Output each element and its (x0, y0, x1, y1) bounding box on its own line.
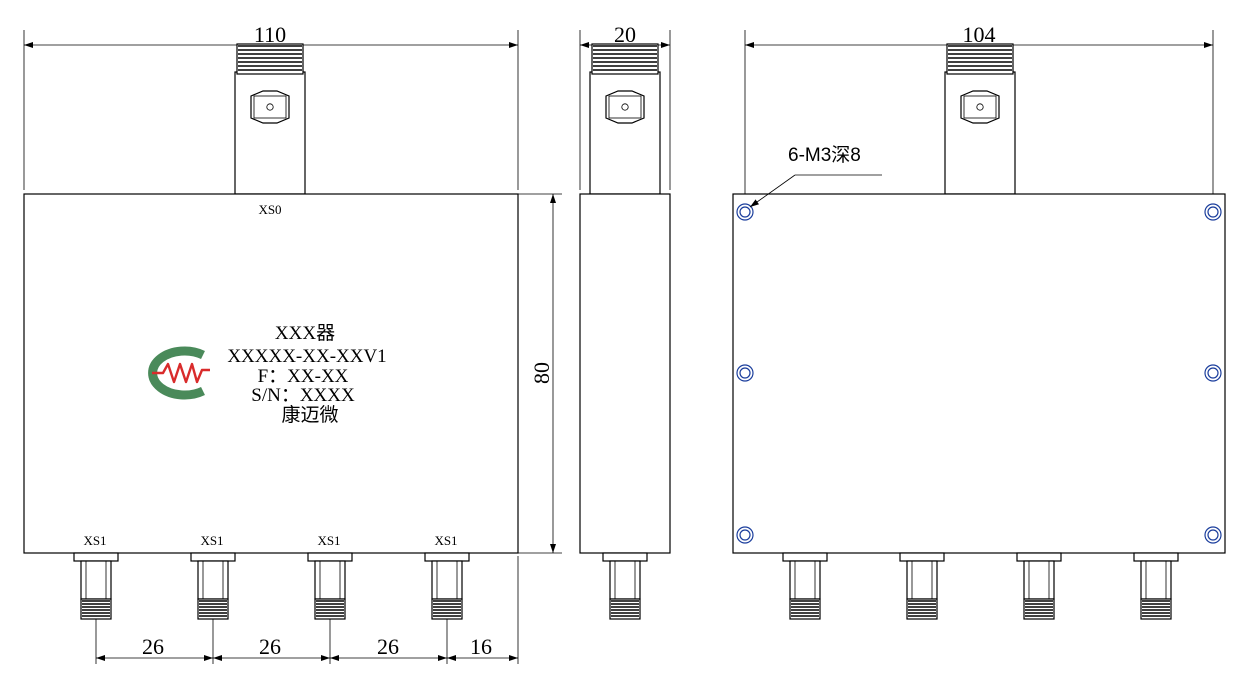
output-port-label-3: XS1 (317, 533, 340, 548)
height-dimension: 80 (518, 193, 562, 554)
product-name: XXX器 (275, 323, 335, 344)
input-n-connector (234, 43, 306, 195)
height-label: 80 (529, 362, 554, 384)
hole-callout-text: 6-M3深8 (788, 144, 861, 166)
output-sma-connector-3 (307, 552, 353, 620)
edge-offset-label: 16 (470, 634, 492, 659)
output-sma-connector-4 (424, 552, 470, 620)
side-housing (579, 193, 671, 554)
mounting-hole (1204, 203, 1222, 221)
mounting-hole (736, 203, 754, 221)
front-housing (23, 193, 519, 554)
maker-name: 康迈微 (281, 404, 338, 426)
front-view: 110 XS0 XXX器 XXXXX-XX-XXV1 F：XX-XX S/N：X… (23, 22, 562, 664)
pitch-label-2: 26 (259, 634, 281, 659)
model-number: XXXXX-XX-XXV1 (227, 346, 386, 367)
pitch-label-1: 26 (142, 634, 164, 659)
front-width-label: 110 (254, 22, 286, 47)
rear-sma-connector-3 (1016, 552, 1062, 620)
rear-sma-connector-2 (899, 552, 945, 620)
rear-sma-connector-1 (782, 552, 828, 620)
serial-number: S/N：XXXX (251, 385, 355, 406)
input-port-label: XS0 (258, 202, 281, 217)
side-view: 20 (579, 22, 671, 620)
frequency-range: F：XX-XX (258, 366, 349, 387)
mounting-hole (1204, 526, 1222, 544)
output-sma-connector-2 (190, 552, 236, 620)
side-width-label: 20 (614, 22, 636, 47)
mounting-hole (736, 526, 754, 544)
mounting-hole (736, 364, 754, 382)
pitch-label-3: 26 (377, 634, 399, 659)
output-sma-connector-1 (73, 552, 119, 620)
output-port-label-4: XS1 (434, 533, 457, 548)
hole-callout: 6-M3深8 (749, 144, 882, 208)
output-port-label-1: XS1 (83, 533, 106, 548)
rear-sma-connector-4 (1133, 552, 1179, 620)
rear-view: 104 6-M3深8 (732, 22, 1226, 620)
output-port-label-2: XS1 (200, 533, 223, 548)
manufacturer-logo (148, 346, 210, 400)
side-width-dimension: 20 (579, 22, 671, 190)
mounting-hole (1204, 364, 1222, 382)
nameplate: XXX器 XXXXX-XX-XXV1 F：XX-XX S/N：XXXX 康迈微 (227, 323, 386, 426)
rear-n-connector (944, 43, 1016, 195)
side-n-connector (589, 43, 661, 195)
rear-housing (732, 193, 1226, 554)
pitch-dimensions: 26 26 26 16 (95, 556, 519, 664)
rear-width-label: 104 (963, 22, 996, 47)
side-sma-connector (602, 552, 648, 620)
